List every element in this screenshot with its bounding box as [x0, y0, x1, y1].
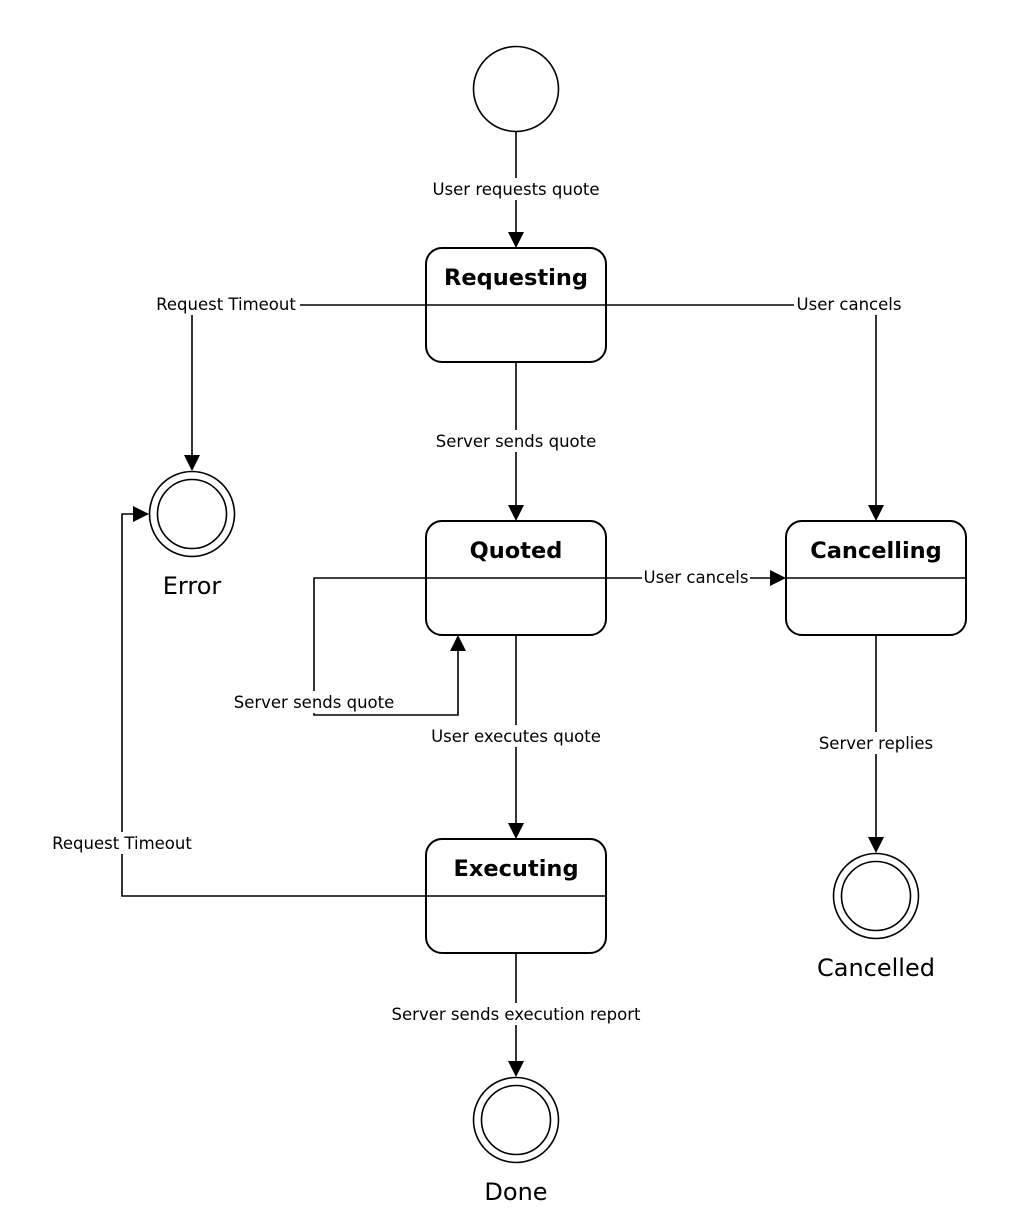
arrowhead-quoted-to-executing	[508, 823, 524, 839]
edge-requesting-to-cancelling	[605, 304, 877, 505]
arrowhead-requesting-to-cancelling	[868, 505, 884, 521]
state-cancelling: Cancelling	[785, 520, 967, 636]
label-request-timeout-executing: Request Timeout	[52, 834, 192, 853]
state-requesting: Requesting	[425, 247, 607, 363]
initial-state	[472, 45, 560, 133]
edge-quoted-self-loop	[313, 577, 459, 716]
label-server-sends-quote: Server sends quote	[436, 432, 597, 451]
final-state-error-label: Error	[163, 572, 222, 600]
final-state-cancelled: Cancelled	[817, 852, 935, 982]
arrowhead-requesting-to-quoted	[508, 505, 524, 521]
final-state-cancelled-label: Cancelled	[817, 954, 935, 982]
final-state-error: Error	[148, 470, 236, 600]
arrowhead-executing-to-done	[508, 1061, 524, 1077]
label-user-requests-quote: User requests quote	[432, 180, 599, 199]
arrowhead-requesting-to-error	[184, 455, 200, 471]
label-server-sends-quote-self: Server sends quote	[234, 693, 395, 712]
state-cancelling-title: Cancelling	[810, 538, 942, 564]
state-quoted: Quoted	[425, 520, 607, 636]
state-requesting-title: Requesting	[444, 265, 588, 291]
edge-executing-to-error	[121, 513, 427, 897]
final-state-done-label: Done	[484, 1178, 547, 1206]
state-executing: Executing	[425, 838, 607, 954]
label-user-executes-quote: User executes quote	[431, 727, 601, 746]
arrowhead-quoted-to-cancelling	[770, 570, 786, 586]
label-user-cancels-requesting: User cancels	[797, 295, 902, 314]
state-quoted-title: Quoted	[470, 538, 563, 564]
arrowhead-initial-to-requesting	[508, 232, 524, 248]
final-state-done: Done	[472, 1076, 560, 1206]
label-user-cancels-quoted: User cancels	[644, 568, 749, 587]
state-executing-title: Executing	[453, 856, 578, 882]
label-server-replies: Server replies	[819, 734, 933, 753]
arrowhead-executing-to-error	[133, 506, 149, 522]
edge-requesting-to-error	[191, 304, 427, 455]
label-server-sends-execution-report: Server sends execution report	[392, 1005, 641, 1024]
label-request-timeout-requesting: Request Timeout	[156, 295, 296, 314]
arrowhead-cancelling-to-cancelled	[868, 837, 884, 853]
arrowhead-quoted-self-loop	[450, 635, 466, 651]
